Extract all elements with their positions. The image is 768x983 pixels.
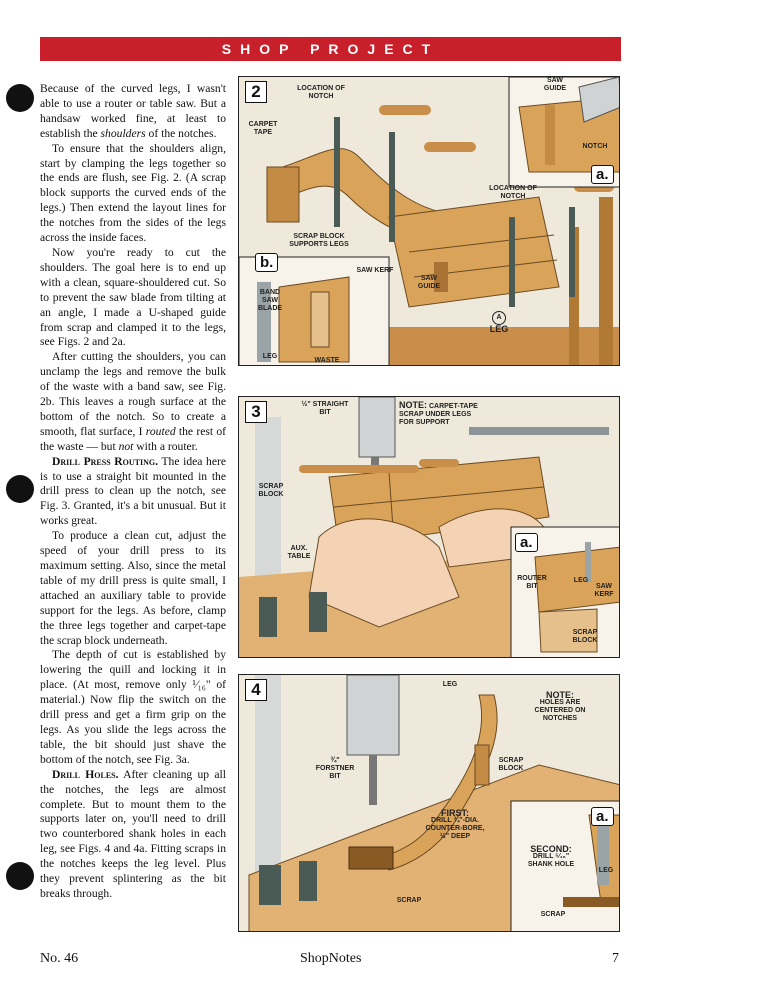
- paragraph: After cutting the shoulders, you can unc…: [40, 350, 227, 453]
- figure-number: 2: [245, 81, 267, 103]
- figure-2: 2 LOCATION OF NOTCH CARPET TAPE SCRAP BL…: [238, 76, 620, 366]
- figure-number: 3: [245, 401, 267, 423]
- magazine-name: ShopNotes: [300, 951, 362, 966]
- label-scrap-block-inset: SCRAP BLOCK: [572, 629, 598, 644]
- figure-number: 4: [245, 679, 267, 701]
- label-aux-table: AUX. TABLE: [287, 545, 311, 560]
- label-saw-guide: SAW GUIDE: [417, 275, 441, 290]
- figure-4: 4 LEG NOTE:HOLES ARE CENTERED ON NOTCHES…: [238, 674, 620, 932]
- label-saw-kerf: SAW KERF: [356, 267, 394, 274]
- label-saw-guide-inset: SAW GUIDE: [543, 77, 567, 92]
- label-first-step: FIRST:DRILL ¾"-DIA. COUNTER-BORE, ½" DEE…: [425, 808, 485, 841]
- label-forstner-bit: ¾" FORSTNER BIT: [315, 757, 355, 780]
- paragraph: Now you're ready to cut the shoulders. T…: [40, 245, 226, 349]
- note: NOTE: CARPET-TAPE SCRAP UNDER LEGS FOR S…: [399, 400, 478, 427]
- note: NOTE:HOLES ARE CENTERED ON NOTCHES: [534, 690, 586, 723]
- label-leg-callout: A: [492, 311, 506, 325]
- page-number: 7: [612, 951, 619, 966]
- paragraph: To produce a clean cut, adjust the speed…: [40, 529, 226, 647]
- label-waste: WASTE: [314, 357, 340, 364]
- label-scrap-block: SCRAP BLOCK SUPPORTS LEGS: [289, 233, 349, 248]
- inset-a-tag: a.: [591, 165, 614, 184]
- label-carpet-tape: CARPET TAPE: [248, 121, 278, 136]
- inset-a-tag: a.: [515, 533, 538, 552]
- run-in-head: Drill Press Routing.: [52, 454, 159, 468]
- label-router-bit: ROUTER BIT: [517, 575, 547, 590]
- run-in-head: Drill Holes.: [52, 767, 119, 781]
- label-location-of-notch: LOCATION OF NOTCH: [297, 85, 345, 100]
- label-location-of-notch-2: LOCATION OF NOTCH: [489, 185, 537, 200]
- article-text: Because of the curved legs, I wasn't abl…: [40, 82, 226, 902]
- label-saw-kerf: SAW KERF: [594, 583, 614, 598]
- label-scrap-block: SCRAP BLOCK: [258, 483, 284, 498]
- label-scrap-inset: SCRAP: [540, 911, 566, 918]
- paragraph: Drill Holes. After cleaning up all the n…: [40, 767, 226, 900]
- inset-a-tag: a.: [591, 807, 614, 826]
- paragraph: To ensure that the shoulders align, star…: [40, 141, 226, 245]
- label-straight-bit: ½" STRAIGHT BIT: [301, 401, 349, 416]
- paragraph: The depth of cut is established by lower…: [40, 648, 226, 766]
- label-leg: LEG: [442, 681, 458, 688]
- label-scrap-block: SCRAP BLOCK: [498, 757, 524, 772]
- figure-3: 3 ½" STRAIGHT BIT NOTE: CARPET-TAPE SCRA…: [238, 396, 620, 658]
- label-leg-inset: LEG: [598, 867, 614, 874]
- label-second-step: SECOND:DRILL ⁵⁄₁₆" SHANK HOLE: [527, 844, 575, 869]
- figure-2-drawing: [239, 77, 619, 365]
- binder-hole: [6, 84, 34, 112]
- label-leg: LEG: [489, 324, 509, 334]
- label-leg-b: LEG: [262, 353, 278, 360]
- label-notch: NOTCH: [582, 143, 608, 150]
- inset-b-tag: b.: [255, 253, 279, 272]
- section-banner: SHOP PROJECT: [40, 37, 621, 61]
- label-scrap: SCRAP: [396, 897, 422, 904]
- binder-hole: [6, 862, 34, 890]
- figure-3-drawing: [239, 397, 619, 657]
- label-leg: LEG: [573, 577, 589, 584]
- label-band-saw-blade: BAND SAW BLADE: [257, 289, 283, 312]
- paragraph: Drill Press Routing. The idea here is to…: [40, 454, 226, 528]
- issue-number: No. 46: [40, 951, 79, 966]
- paragraph: Because of the curved legs, I wasn't abl…: [40, 82, 226, 140]
- binder-hole: [6, 475, 34, 503]
